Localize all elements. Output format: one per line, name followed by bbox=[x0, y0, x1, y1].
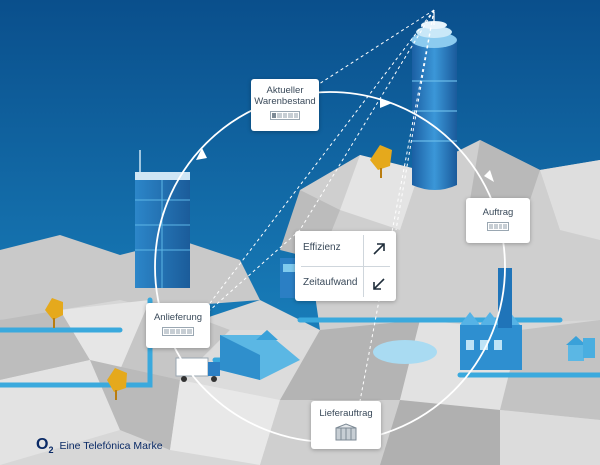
stock-level-bar bbox=[270, 111, 300, 120]
kpi-efficiency-label: Effizienz bbox=[303, 242, 341, 253]
card-current-stock: Aktueller Warenbestand bbox=[251, 79, 319, 131]
card-current-stock-label-1: Aktueller bbox=[266, 85, 304, 96]
card-supplier-order: Lieferauftrag bbox=[311, 401, 381, 449]
package-icon bbox=[335, 423, 357, 441]
factory bbox=[460, 268, 522, 370]
kpi-time-label: Zeitaufwand bbox=[303, 277, 358, 288]
office-building bbox=[135, 150, 190, 288]
card-kpi: Effizienz Zeitaufwand bbox=[295, 231, 396, 301]
round-tower bbox=[411, 12, 457, 190]
kpi-row-efficiency: Effizienz bbox=[295, 231, 396, 266]
lake bbox=[373, 340, 437, 364]
order-grid-icon bbox=[487, 222, 509, 231]
sight-lines bbox=[209, 9, 435, 402]
card-delivery: Anlieferung bbox=[146, 303, 210, 348]
o2-logo: O2 bbox=[36, 436, 54, 456]
brand-footer: O2 Eine Telefónica Marke bbox=[36, 436, 163, 456]
card-current-stock-label-2: Warenbestand bbox=[254, 96, 316, 107]
card-supplier-order-label: Lieferauftrag bbox=[319, 408, 373, 419]
kiosk bbox=[280, 258, 298, 298]
arrow-up-right-icon bbox=[373, 243, 385, 255]
kpi-divider-horizontal bbox=[301, 266, 390, 267]
arrow-down-left-icon bbox=[373, 278, 385, 290]
trees bbox=[45, 145, 392, 400]
card-order-label: Auftrag bbox=[482, 207, 514, 218]
kpi-row-time: Zeitaufwand bbox=[295, 266, 396, 301]
brand-tagline: Eine Telefónica Marke bbox=[59, 440, 163, 452]
kpi-divider-vertical bbox=[363, 235, 364, 297]
cycle-arrows bbox=[196, 98, 494, 182]
loading-ramp bbox=[220, 335, 300, 380]
card-order: Auftrag bbox=[466, 198, 530, 243]
delivery-grid-icon bbox=[162, 327, 194, 336]
card-delivery-label: Anlieferung bbox=[153, 312, 203, 323]
houses bbox=[256, 330, 595, 361]
